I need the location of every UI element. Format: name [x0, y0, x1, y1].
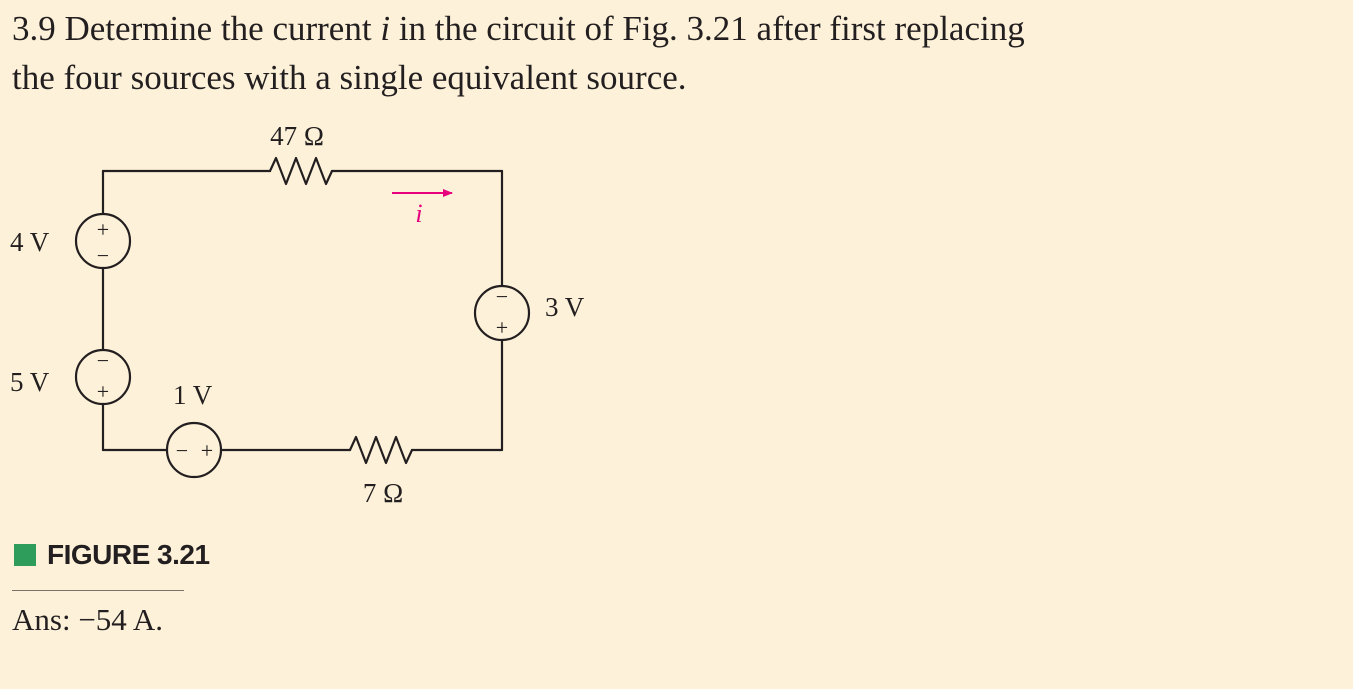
- current-label: i: [415, 199, 422, 228]
- resistor-47-ohm: [268, 156, 334, 186]
- voltage-source-3v-label: 3 V: [545, 292, 585, 322]
- plus-sign-3v: +: [496, 315, 508, 340]
- minus-sign-5v: −: [97, 348, 109, 373]
- resistor-7-ohm: [348, 435, 414, 465]
- figure-label: FIGURE 3.21: [47, 539, 210, 570]
- voltage-source-1v: [165, 421, 223, 479]
- minus-sign-1v: −: [176, 438, 188, 463]
- voltage-source-5v-label: 5 V: [10, 367, 50, 397]
- voltage-source-4v: [74, 212, 132, 270]
- plus-sign-4v: +: [97, 217, 109, 242]
- problem-number: 3.9: [12, 9, 56, 48]
- plus-sign-1v: +: [201, 438, 213, 463]
- figure-marker-icon: [14, 544, 36, 566]
- problem-text-part1: Determine the current: [55, 9, 381, 48]
- problem-text-part2: in the circuit of Fig. 3.21 after first …: [390, 9, 1025, 48]
- problem-text-line2: the four sources with a single equivalen…: [12, 58, 687, 97]
- figure-caption: FIGURE 3.21: [14, 535, 210, 575]
- voltage-source-3v: [473, 284, 531, 342]
- minus-sign-4v: −: [97, 243, 109, 268]
- plus-sign-5v: +: [97, 379, 109, 404]
- problem-statement: 3.9 Determine the current i in the circu…: [12, 4, 1312, 102]
- current-variable: i: [380, 9, 391, 48]
- resistor-7-ohm-label: 7 Ω: [363, 478, 403, 508]
- answer-divider: [12, 590, 184, 591]
- voltage-source-5v: [74, 348, 132, 406]
- answer-text: Ans: −54 A.: [12, 602, 163, 637]
- resistor-47-ohm-label: 47 Ω: [270, 121, 324, 151]
- voltage-source-4v-label: 4 V: [10, 227, 50, 257]
- voltage-source-1v-label: 1 V: [173, 380, 213, 410]
- minus-sign-3v: −: [496, 284, 508, 309]
